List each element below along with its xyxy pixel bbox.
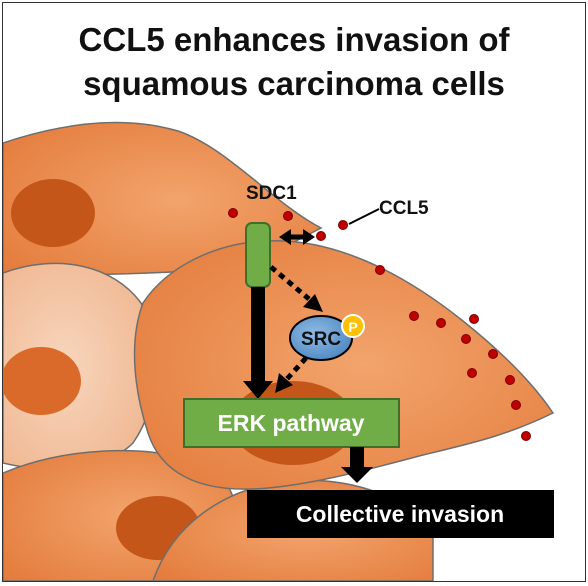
title-line-2: squamous carcinoma cells (83, 65, 505, 102)
phospho-label: P (348, 319, 357, 335)
collective-invasion-box (247, 490, 554, 538)
ccl5-leader-line (348, 208, 380, 225)
arrow-sdc1-to-src (269, 265, 323, 312)
ccl5-dot (467, 368, 477, 378)
nucleus-top-left (11, 179, 95, 247)
sdc1-label: SDC1 (246, 183, 297, 204)
phospho-marker (341, 314, 365, 338)
diagram-canvas: CCL5 enhances invasion of squamous carci… (3, 21, 555, 581)
src-label: SRC (301, 329, 341, 350)
sdc1-receptor (245, 222, 271, 288)
erk-pathway-box (183, 398, 400, 448)
ccl5-dot (338, 220, 348, 230)
ccl5-dot (228, 208, 238, 218)
cell-top-left (3, 121, 323, 279)
nucleus-left (3, 347, 81, 415)
cell-center (133, 239, 555, 490)
src-kinase (289, 315, 353, 361)
arrow-sdc1-to-erk (243, 287, 273, 399)
erk-pathway-label: ERK pathway (218, 410, 365, 436)
ccl5-dot (409, 311, 419, 321)
ccl5-dot (461, 334, 471, 344)
ccl5-label: CCL5 (379, 198, 429, 219)
ccl5-dot (521, 431, 531, 441)
arrow-erk-to-invasion (341, 447, 373, 483)
ccl5-dot (505, 375, 515, 385)
ccl5-dot (511, 400, 521, 410)
ccl5-dot (316, 231, 326, 241)
ccl5-dot (488, 349, 498, 359)
ccl5-dot (436, 318, 446, 328)
title-line-1: CCL5 enhances invasion of (79, 21, 511, 58)
arrow-src-to-erk (275, 356, 308, 393)
ccl5-particles (228, 208, 531, 441)
ccl5-dot (375, 265, 385, 275)
binding-double-arrow (279, 229, 315, 245)
ccl5-dot (469, 314, 479, 324)
collective-invasion-label: Collective invasion (296, 501, 504, 527)
ccl5-dot (283, 211, 293, 221)
